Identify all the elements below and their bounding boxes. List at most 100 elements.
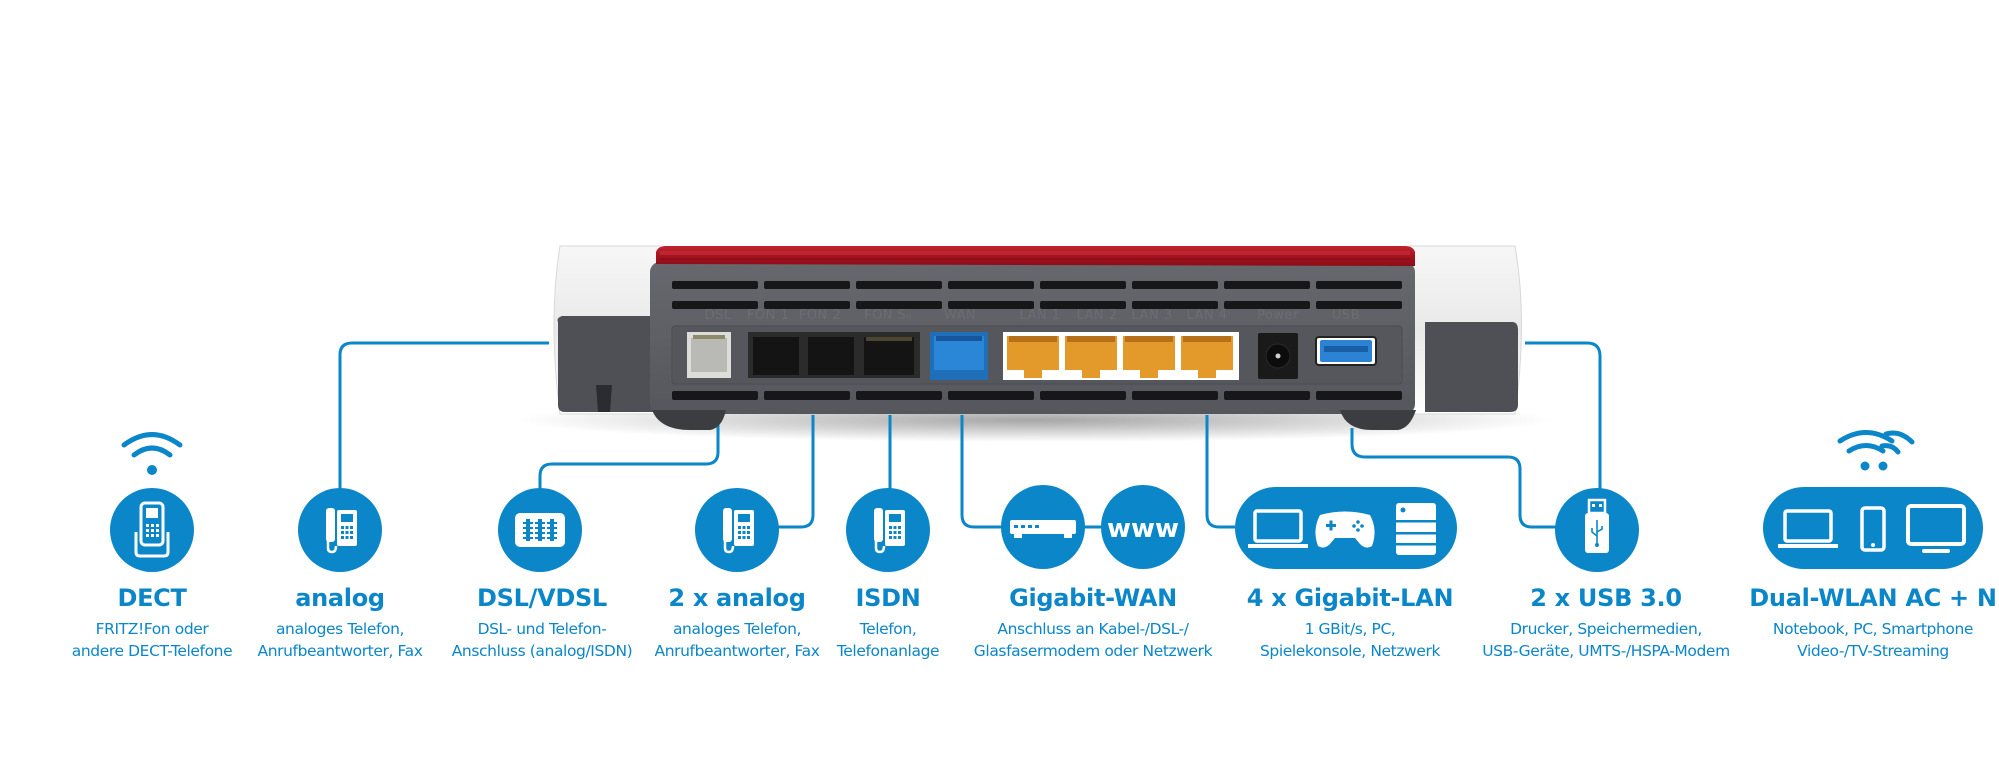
wan-icon-group: www — [1001, 485, 1185, 569]
line-dsl — [538, 420, 720, 500]
feature-desc-line: analoges Telefon, — [672, 620, 802, 638]
router-foot-left — [652, 410, 726, 430]
feature-desc-line: Video-/TV-Streaming — [1797, 642, 1949, 660]
feature-desc-line: Notebook, PC, Smartphone — [1772, 620, 1974, 638]
feature-desc-line: USB-Geräte, UMTS-/HSPA-Modem — [1482, 642, 1730, 660]
feature-desc: 1 GBit/s, PC, Spielekonsole, Netzwerk — [1247, 618, 1454, 662]
feature-desc-line: Anrufbeantworter, Fax — [654, 642, 820, 660]
isdn-icon-group — [846, 488, 930, 572]
port-power — [1258, 333, 1298, 379]
usb-stick-icon — [1585, 498, 1609, 553]
port-usb — [1315, 336, 1377, 366]
router-left-cap-dark — [557, 316, 655, 412]
vent-slot — [856, 301, 942, 309]
port-label: FON 2 — [799, 308, 841, 323]
feature-wan: Gigabit-WAN Anschluss an Kabel-/DSL-/ Gl… — [973, 584, 1213, 662]
vent-slot — [948, 281, 1034, 289]
router-vents-bottom — [672, 391, 1402, 400]
vent-slot — [764, 281, 850, 289]
line-wlan-side — [1525, 341, 1602, 490]
feature-desc: analoges Telefon, Anrufbeantworter, Fax — [655, 618, 820, 662]
vent-slot — [1132, 391, 1218, 400]
line-usb — [1350, 428, 1558, 529]
port-wan — [930, 332, 988, 380]
dsl-icon-group — [498, 488, 582, 572]
feature-desc-line: Anrufbeantworter, Fax — [257, 642, 423, 660]
feature-isdn: ISDN Telefon, Telefonanlage — [836, 584, 940, 662]
vent-slot — [1316, 301, 1402, 309]
port-label: USB — [1332, 308, 1360, 323]
wlan-icon-group — [1763, 430, 1983, 569]
vent-slot — [856, 391, 942, 400]
www-circle — [1101, 485, 1185, 569]
www-icon: www — [1107, 514, 1179, 544]
feature-title: Gigabit-WAN — [1009, 584, 1177, 612]
feature-desc-line: FRITZ!Fon oder — [95, 620, 209, 638]
feature-desc: analoges Telefon, Anrufbeantworter, Fax — [258, 618, 423, 662]
feature-desc: Drucker, Speichermedien, USB-Geräte, UMT… — [1482, 618, 1730, 662]
modem-icon — [1010, 520, 1076, 538]
dect-handset-icon — [134, 501, 170, 558]
feature-desc-line: Glasfasermodem oder Netzwerk — [973, 642, 1213, 660]
vent-slot — [764, 301, 850, 309]
feature-usb: 2 x USB 3.0 Drucker, Speichermedien, USB… — [1482, 584, 1730, 662]
router-left-notch — [596, 385, 612, 412]
laptop-icon — [1248, 509, 1308, 548]
wlan-pill — [1763, 487, 1983, 569]
port-label: LAN 2 — [1076, 308, 1117, 323]
feature-desc-line: andere DECT-Telefone — [71, 642, 233, 660]
port-lan — [1007, 336, 1059, 378]
gamepad-icon — [1315, 511, 1375, 548]
feature-desc-line: Drucker, Speichermedien, — [1510, 620, 1702, 638]
vent-slot — [764, 391, 850, 400]
port-label: LAN 3 — [1131, 308, 1172, 323]
feature-desc-line: DSL- und Telefon- — [477, 620, 607, 638]
port-lan — [1065, 336, 1117, 378]
feature-analog2: 2 x analog analoges Telefon, Anrufbeantw… — [655, 584, 820, 662]
dect-icon-group — [110, 432, 194, 572]
port-label: LAN 4 — [1186, 308, 1227, 323]
feature-title: DECT — [117, 584, 187, 612]
port-lan-group — [1003, 332, 1239, 380]
line-wan — [960, 415, 1003, 529]
feature-desc: FRITZ!Fon oder andere DECT-Telefone — [71, 618, 233, 662]
port-lan — [1181, 336, 1233, 378]
dsl-splitter-icon — [515, 513, 565, 547]
monitor-icon — [1906, 504, 1966, 553]
feature-desc: Anschluss an Kabel-/DSL-/ Glasfasermodem… — [973, 618, 1213, 662]
feature-title: DSL/VDSL — [477, 584, 607, 612]
vent-slot — [1316, 391, 1402, 400]
desk-phone-icon — [723, 508, 754, 554]
wifi-icon — [121, 432, 183, 475]
feature-desc: Notebook, PC, Smartphone Video-/TV-Strea… — [1749, 618, 1996, 662]
vent-slot — [856, 281, 942, 289]
feature-desc-line: Telefonanlage — [836, 642, 940, 660]
vent-slot — [948, 301, 1034, 309]
vent-slot — [1040, 391, 1126, 400]
vent-slot — [1132, 301, 1218, 309]
port-fon-group — [748, 332, 920, 378]
feature-wlan: Dual-WLAN AC + N Notebook, PC, Smartphon… — [1749, 584, 1997, 662]
vent-slot — [1224, 301, 1310, 309]
smartphone-icon — [1860, 506, 1886, 552]
feature-title: 2 x USB 3.0 — [1530, 584, 1682, 612]
port-label: FON S₀ — [864, 308, 912, 323]
laptop-icon — [1778, 509, 1838, 548]
line-fon12 — [777, 415, 815, 529]
feature-desc-line: Anschluss an Kabel-/DSL-/ — [997, 620, 1189, 638]
desk-phone-icon — [326, 508, 357, 554]
lan-icon-group — [1235, 487, 1457, 569]
server-icon — [1396, 503, 1436, 555]
feature-desc-line: Spielekonsole, Netzwerk — [1259, 642, 1441, 660]
feature-title: Dual-WLAN AC + N — [1749, 584, 1997, 612]
vent-slot — [948, 391, 1034, 400]
port-label: Power — [1257, 308, 1299, 323]
feature-title: ISDN — [855, 584, 921, 612]
connection-lines — [338, 341, 1602, 529]
port-lan — [1123, 336, 1175, 378]
line-lan — [1205, 415, 1235, 529]
feature-desc-line: Anschluss (analog/ISDN) — [451, 642, 633, 660]
line-analog — [338, 341, 549, 498]
